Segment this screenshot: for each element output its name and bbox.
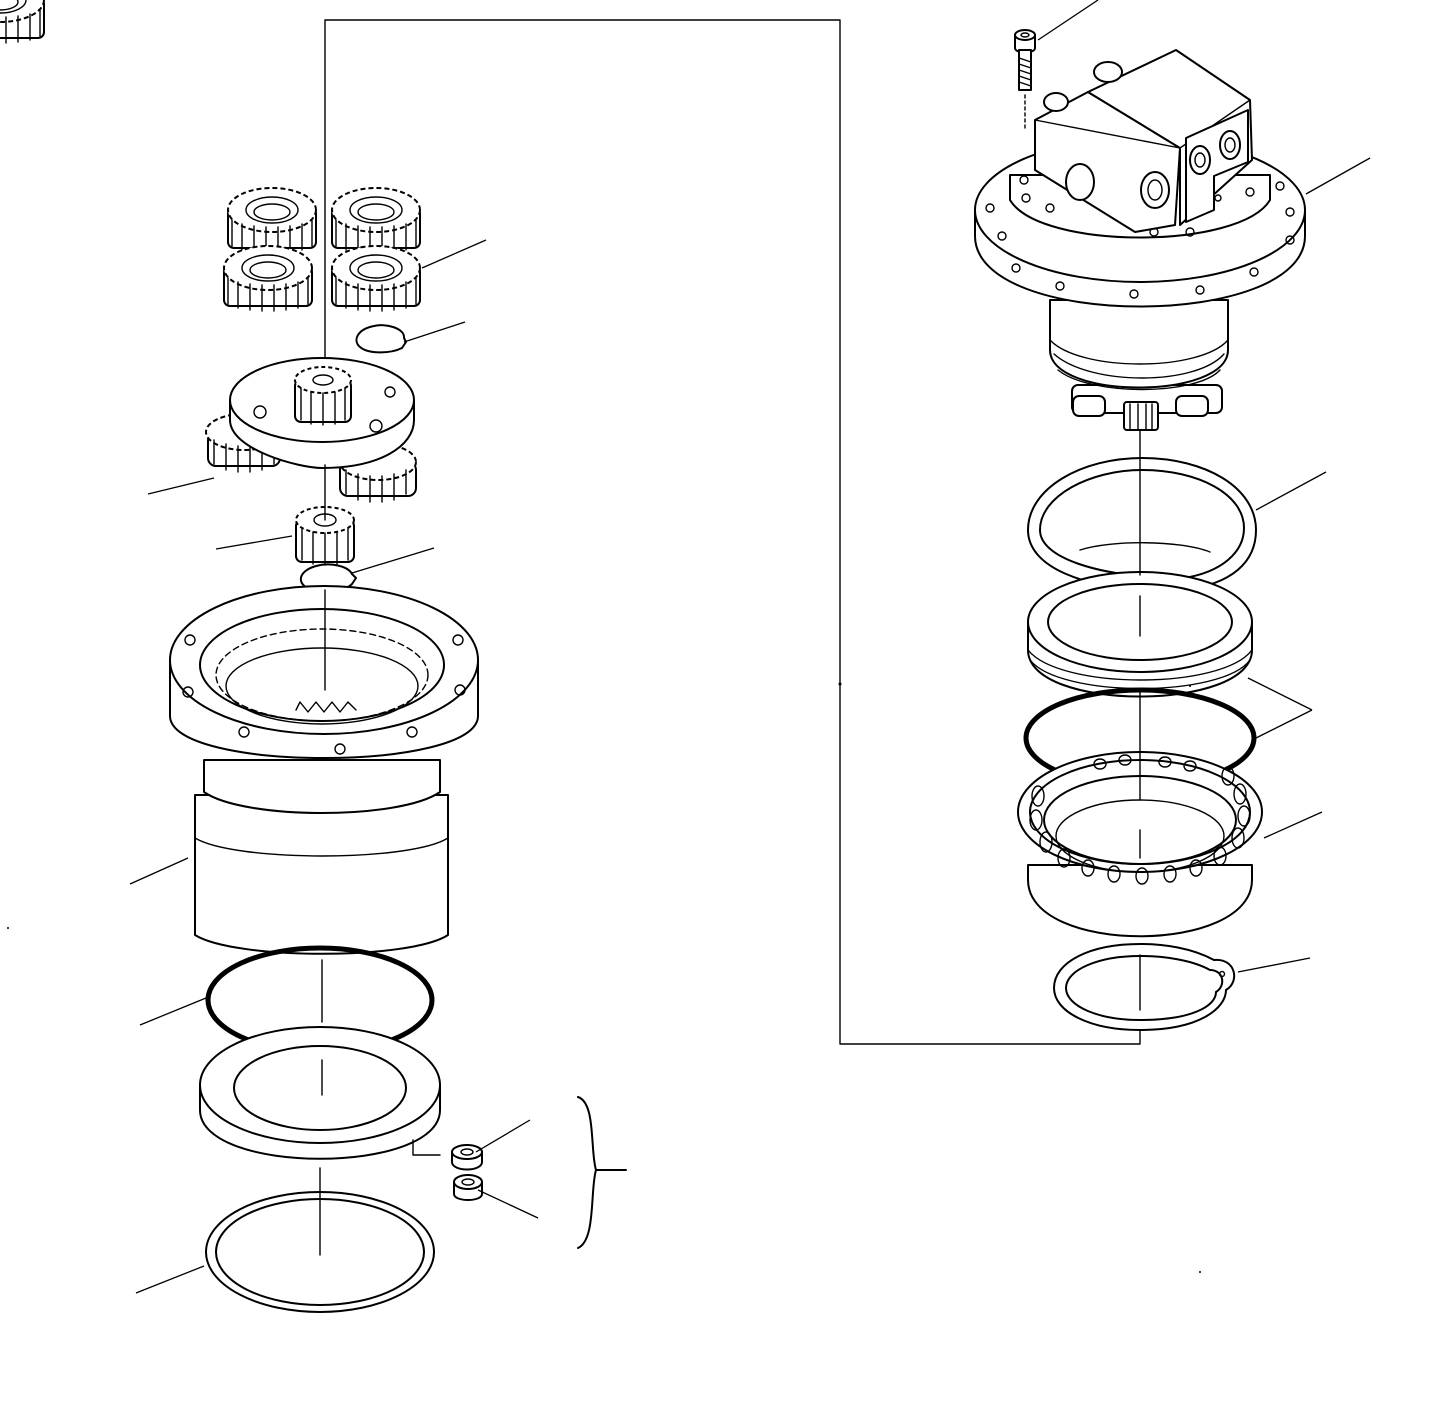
assembly-connection-line [324, 19, 1141, 1045]
cap-screw [1014, 29, 1036, 131]
washer-small [451, 1144, 483, 1171]
plug-bolt-small [453, 1174, 483, 1201]
snap-ring-upper [355, 324, 407, 354]
split-ring-right [1027, 457, 1257, 593]
retaining-ring-right [1053, 943, 1236, 1031]
leader-lines-left [129, 239, 539, 1294]
sun-gear-upper [294, 366, 352, 426]
roller-bearing [1017, 751, 1263, 938]
scan-specks [7, 682, 1201, 1273]
planet-carrier [205, 357, 417, 503]
ring-gear-housing [169, 585, 479, 955]
travel-motor [974, 49, 1306, 431]
assembly-axis-left [319, 959, 323, 1256]
leader-lines-right [1037, 0, 1371, 973]
seal-carrier-left [199, 1026, 441, 1160]
planet-gear-set-upper [0, 0, 421, 312]
part-group-brace [577, 1096, 627, 1249]
